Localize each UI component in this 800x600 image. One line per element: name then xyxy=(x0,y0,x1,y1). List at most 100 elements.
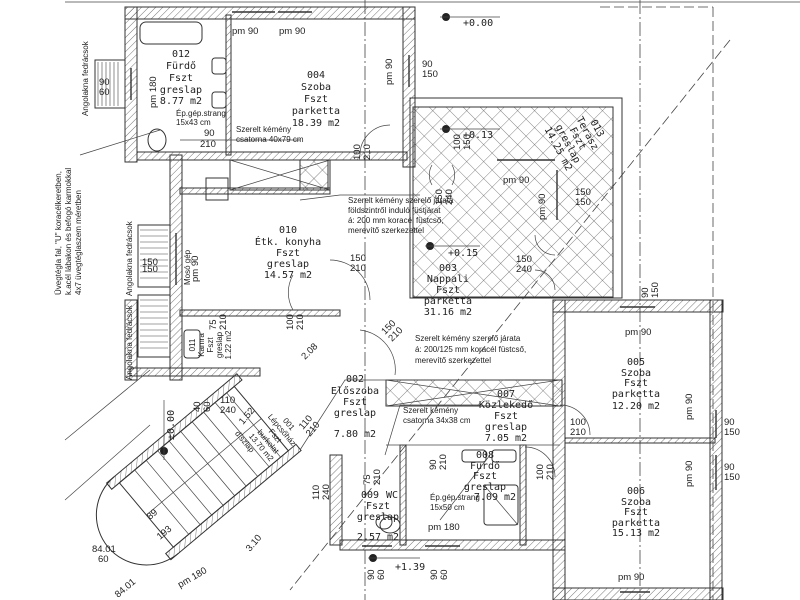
svg-text:90: 90 xyxy=(724,417,735,428)
svg-text:Fürdő: Fürdő xyxy=(470,460,500,472)
svg-text:150: 150 xyxy=(724,427,740,438)
svg-text:Fszt: Fszt xyxy=(624,507,648,518)
svg-text:004: 004 xyxy=(307,70,325,81)
svg-text:pm 90: pm 90 xyxy=(232,26,258,37)
svg-text:90: 90 xyxy=(99,77,110,88)
svg-text:240: 240 xyxy=(444,189,455,205)
kitchen-sink-icon xyxy=(183,329,201,359)
svg-text:7.09 m2: 7.09 m2 xyxy=(474,492,516,503)
svg-text:Üvegtégla fal, "U" koracélkere: Üvegtégla fal, "U" koracélkeretben, xyxy=(54,171,63,295)
svg-text:greslap: greslap xyxy=(267,259,309,270)
svg-text:Nappali: Nappali xyxy=(427,274,469,285)
svg-text:Szoba: Szoba xyxy=(621,497,651,508)
svg-text:Fszt: Fszt xyxy=(624,378,648,389)
sink-icon xyxy=(491,449,517,463)
svg-text:7.80 m2: 7.80 m2 xyxy=(334,429,376,440)
svg-text:pm 90: pm 90 xyxy=(279,26,305,37)
svg-text:parketta: parketta xyxy=(612,389,660,400)
svg-text:Angolakna fedrácsok: Angolakna fedrácsok xyxy=(125,304,134,380)
svg-text:±0.00: ±0.00 xyxy=(166,410,177,440)
svg-text:csatorna 34x38 cm: csatorna 34x38 cm xyxy=(403,416,471,425)
level-labels: +0.00 +0.13 +0.15 ±0.00 +1.39 xyxy=(166,18,493,573)
svg-text:003: 003 xyxy=(439,263,457,274)
svg-text:Fszt: Fszt xyxy=(206,337,215,353)
terrace-floor xyxy=(412,106,614,298)
svg-text:merevítő szerkezettel: merevítő szerkezettel xyxy=(348,226,424,235)
svg-text:Mosó gép: Mosó gép xyxy=(183,249,192,285)
svg-text:földszintről induló füstjárat: földszintről induló füstjárat xyxy=(348,206,441,215)
svg-text:4x7 üvegtéglaszem méretben: 4x7 üvegtéglaszem méretben xyxy=(74,190,83,295)
svg-text:002: 002 xyxy=(346,374,364,385)
windows xyxy=(130,11,717,593)
svg-text:40: 40 xyxy=(192,401,203,412)
svg-text:Fszt: Fszt xyxy=(343,397,367,408)
svg-text:á: 200 mm koracél füstcső,: á: 200 mm koracél füstcső, xyxy=(348,216,444,225)
svg-text:210: 210 xyxy=(295,314,306,330)
svg-text:Étk. konyha: Étk. konyha xyxy=(255,235,321,248)
svg-text:100: 100 xyxy=(452,134,463,150)
svg-text:150: 150 xyxy=(575,187,591,198)
svg-text:greslap: greslap xyxy=(160,85,202,96)
svg-text:Ép.gép.strang: Ép.gép.strang xyxy=(430,493,480,502)
sink-icon xyxy=(461,449,487,463)
svg-text:210: 210 xyxy=(350,263,366,274)
svg-text:150: 150 xyxy=(462,134,473,150)
svg-text:Szoba: Szoba xyxy=(621,368,651,379)
svg-text:240: 240 xyxy=(516,264,532,275)
svg-text:greslap: greslap xyxy=(464,482,506,493)
svg-text:greslap: greslap xyxy=(485,422,527,433)
svg-text:Fszt: Fszt xyxy=(169,73,193,84)
svg-text:merevítő szerkezettel: merevítő szerkezettel xyxy=(415,356,491,365)
light-wells xyxy=(94,59,171,358)
annotations: Szerelt kémény csatorna 40x79 cm Ép.gép.… xyxy=(54,40,526,512)
shower-icon xyxy=(483,484,519,526)
svg-text:Angolakna fedrácsok: Angolakna fedrácsok xyxy=(81,40,90,116)
svg-text:2.08: 2.08 xyxy=(299,341,320,362)
leader-lines xyxy=(79,129,505,521)
staircase xyxy=(95,373,302,566)
svg-text:pm 90: pm 90 xyxy=(190,256,201,282)
svg-text:90: 90 xyxy=(429,569,440,580)
svg-text:pm 90: pm 90 xyxy=(684,461,695,487)
svg-text:Szerelt kémény szerelő járata: Szerelt kémény szerelő járata xyxy=(348,196,454,205)
svg-text:3.10: 3.10 xyxy=(244,533,264,554)
svg-text:+1.39: +1.39 xyxy=(395,562,425,573)
svg-text:210: 210 xyxy=(200,139,216,150)
svg-text:90: 90 xyxy=(366,569,377,580)
svg-text:210: 210 xyxy=(372,469,383,485)
svg-text:005: 005 xyxy=(627,357,645,368)
svg-text:7.05 m2: 7.05 m2 xyxy=(485,433,527,444)
toilet-icon xyxy=(147,128,167,152)
svg-text:15x50 cm: 15x50 cm xyxy=(430,503,465,512)
svg-text:90: 90 xyxy=(204,128,215,139)
svg-text:18.39 m2: 18.39 m2 xyxy=(292,118,340,129)
svg-text:008: 008 xyxy=(476,450,494,461)
svg-text:90: 90 xyxy=(422,59,433,70)
svg-text:193: 193 xyxy=(155,524,174,543)
svg-text:Szerelt kémény szerelő járata: Szerelt kémény szerelő járata xyxy=(415,334,521,343)
svg-text:pm 180: pm 180 xyxy=(148,76,159,108)
svg-text:210: 210 xyxy=(545,464,556,480)
svg-text:WC: WC xyxy=(386,490,398,501)
svg-text:150: 150 xyxy=(142,257,158,268)
svg-text:150: 150 xyxy=(650,282,661,298)
svg-text:84.01: 84.01 xyxy=(113,577,138,600)
svg-text:csatorna 40x79 cm: csatorna 40x79 cm xyxy=(236,135,304,144)
bathtub-icon xyxy=(139,21,203,45)
svg-text:84.01: 84.01 xyxy=(92,544,116,555)
svg-text:150: 150 xyxy=(724,472,740,483)
svg-text:Szerelt kémény: Szerelt kémény xyxy=(403,406,458,415)
svg-text:60: 60 xyxy=(98,554,109,565)
sink-icon xyxy=(211,57,227,75)
svg-text:009: 009 xyxy=(361,490,379,501)
stove-icon xyxy=(205,177,229,201)
svg-text:60: 60 xyxy=(202,401,213,412)
